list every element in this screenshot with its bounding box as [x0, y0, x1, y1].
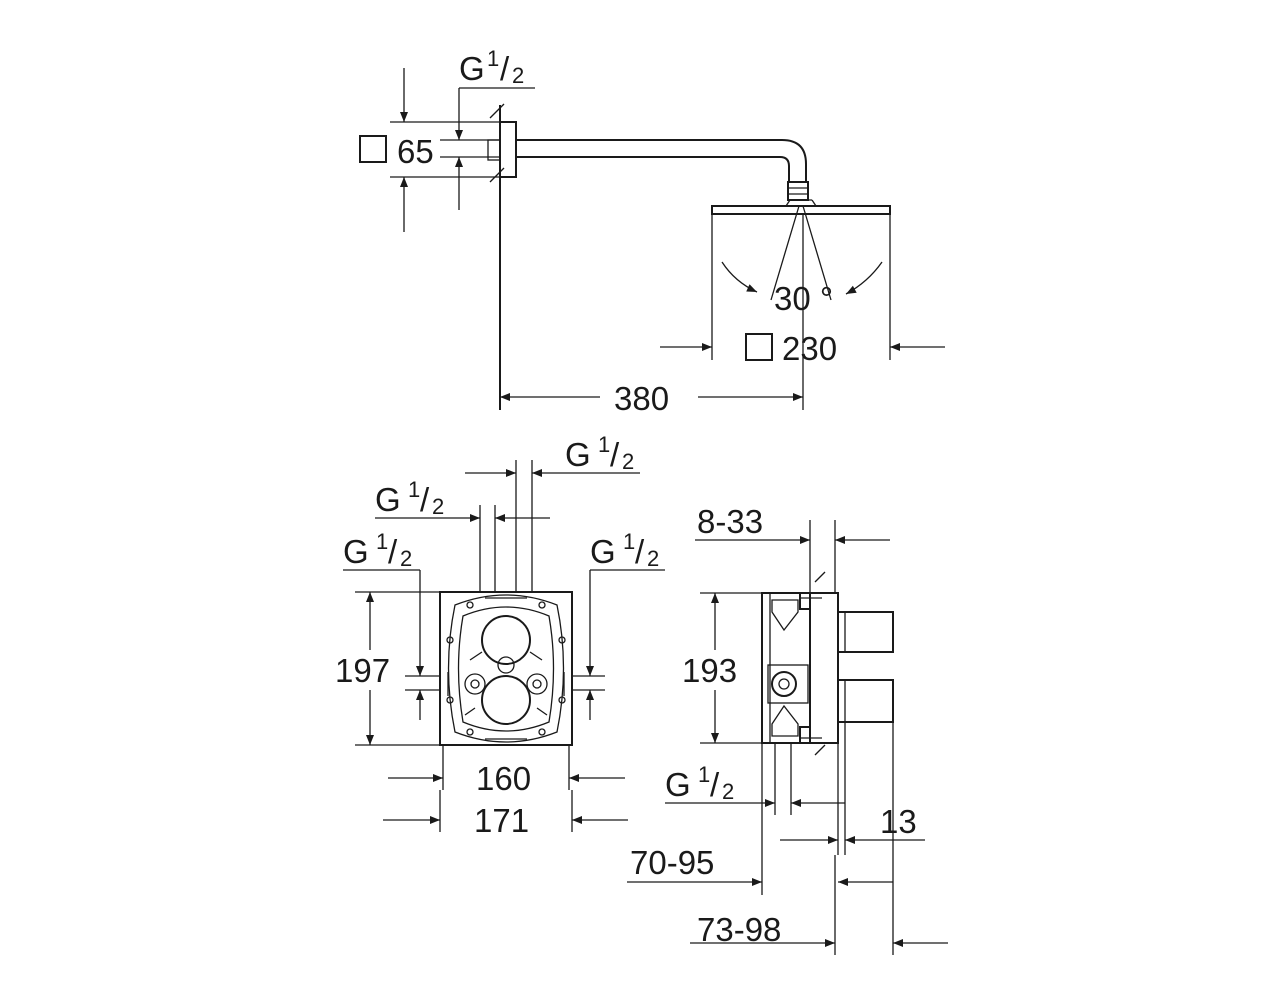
- mounting-plate: [809, 592, 839, 744]
- svg-text:G: G: [565, 436, 591, 473]
- svg-text:G: G: [590, 533, 616, 570]
- svg-text:1: 1: [598, 432, 610, 457]
- square-symbol-icon: [745, 333, 773, 361]
- svg-text:G: G: [375, 481, 401, 518]
- range-1-label: 70-95: [630, 844, 714, 881]
- lower-port: [481, 675, 531, 725]
- thread-label-top-left: G 1 / 2: [375, 477, 444, 519]
- svg-text:2: 2: [432, 494, 444, 519]
- thread-label-top-right: G 1 / 2: [565, 432, 634, 474]
- svg-text:/: /: [635, 533, 645, 570]
- side-height-label: 193: [682, 652, 737, 689]
- wall-plate-size-label: 65: [397, 133, 434, 170]
- svg-text:G: G: [665, 766, 691, 803]
- upper-cartridge: [837, 611, 894, 653]
- svg-text:/: /: [388, 533, 398, 570]
- arm-length-label: 380: [614, 380, 669, 417]
- svg-text:1: 1: [376, 529, 388, 554]
- svg-text:1: 1: [623, 529, 635, 554]
- depth-range-label: 8-33: [697, 503, 763, 540]
- valve-height-label: 197: [335, 652, 390, 689]
- shower-head-view: 30 ° 230 380 65 G 1 / 2: [359, 46, 945, 417]
- svg-text:G: G: [459, 50, 485, 87]
- svg-text:/: /: [610, 436, 620, 473]
- thread-label-right: G 1 / 2: [590, 529, 659, 571]
- shower-head: [711, 205, 891, 215]
- square-symbol-icon: [359, 135, 387, 163]
- fixing-details: [446, 597, 566, 740]
- svg-text:/: /: [710, 766, 720, 803]
- valve-body-side: [761, 592, 811, 744]
- svg-text:G: G: [343, 533, 369, 570]
- svg-text:2: 2: [622, 449, 634, 474]
- offset-label: 13: [880, 803, 917, 840]
- svg-text:1: 1: [408, 477, 420, 502]
- svg-text:2: 2: [722, 779, 734, 804]
- lower-cartridge: [837, 679, 894, 723]
- svg-text:1: 1: [487, 46, 499, 71]
- outer-width-label: 171: [474, 802, 529, 839]
- upper-port: [481, 615, 531, 665]
- thread-label-bottom: G 1 / 2: [665, 762, 734, 804]
- thread-label-left: G 1 / 2: [343, 529, 412, 571]
- svg-text:1: 1: [698, 762, 710, 787]
- range-2-label: 73-98: [697, 911, 781, 948]
- svg-text:2: 2: [400, 546, 412, 571]
- shower-arm: [516, 139, 807, 182]
- inner-width-label: 160: [476, 760, 531, 797]
- valve-box: [439, 591, 573, 746]
- svg-text:2: 2: [647, 546, 659, 571]
- outlet-icon: [771, 671, 797, 697]
- svg-text:/: /: [420, 481, 430, 518]
- valve-front-view: G 1 / 2 G 1 / 2 G 1 / 2: [335, 432, 665, 839]
- thread-label-top: G 1 / 2: [459, 46, 524, 88]
- head-size-label: 230: [782, 330, 837, 367]
- svg-text:2: 2: [512, 63, 524, 88]
- valve-side-view: 8-33 193 G 1 / 2 13 70-95: [627, 503, 948, 955]
- wall-hatching: [489, 103, 505, 183]
- svg-text:/: /: [500, 50, 510, 87]
